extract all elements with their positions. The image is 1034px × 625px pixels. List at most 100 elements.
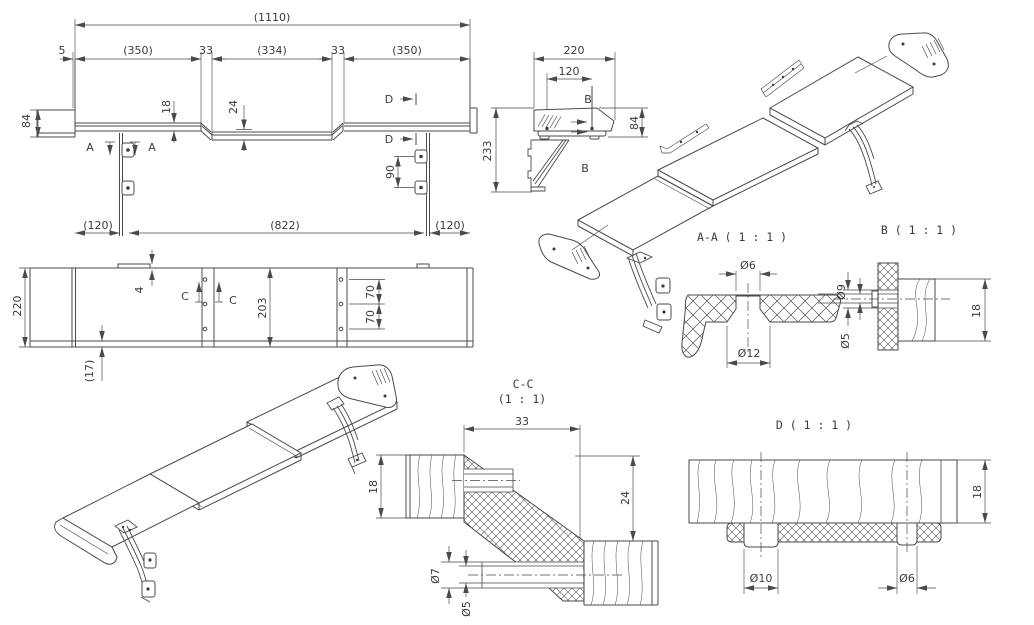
dim-body-depth: 203 <box>256 298 269 319</box>
shelf-board-left <box>576 175 715 251</box>
plug-bushing-left <box>743 522 779 548</box>
side-extension-lines <box>533 52 648 138</box>
dim-total-height: 233 <box>481 141 494 162</box>
dim-hole: Ø9 <box>835 284 848 300</box>
dim-tab: 4 <box>133 287 146 294</box>
dim-depth: 220 <box>11 296 24 317</box>
dim-panel-thickness: 18 <box>970 304 983 318</box>
dim-segment-middle: (334) <box>257 44 287 57</box>
wood-panel <box>688 459 958 524</box>
vent-slots-icon <box>921 37 945 59</box>
dim-joint-width: 33 <box>515 415 529 428</box>
dim-segment-left: (350) <box>123 44 153 57</box>
dim-overall-width: (1110) <box>254 11 291 24</box>
dim-drop: 24 <box>619 491 632 505</box>
shelf-board-left <box>61 473 201 548</box>
screw-hole <box>545 126 549 131</box>
section-aa-cut-body <box>681 294 841 358</box>
side-view: 220 120 B B 84 233 <box>481 44 648 192</box>
dim-screw: Ø5 <box>460 601 473 617</box>
mount-rail-upper <box>760 59 805 98</box>
dim-shelf-thickness: 18 <box>160 100 173 114</box>
dim-cap-length: 220 <box>564 44 585 57</box>
endcap-lip <box>537 130 607 137</box>
detail-b-view: B ( 1 : 1 ) Ø9 Ø5 18 <box>818 223 991 351</box>
shelf-board-middle <box>656 117 820 201</box>
dim-segment-right: (350) <box>392 44 422 57</box>
bracket-right-exploded <box>844 120 883 195</box>
vent-slots-icon <box>537 114 562 129</box>
dim-end-gap: 5 <box>59 44 66 57</box>
wood-panel-right <box>583 540 659 606</box>
bracket-left <box>114 519 151 603</box>
section-c-label-right: C <box>229 294 237 307</box>
vent-slots-icon <box>371 367 391 386</box>
dim-screw: Ø5 <box>839 333 852 349</box>
dim-joint-left: 33 <box>199 44 213 57</box>
section-cc-title: C-C <box>513 377 534 391</box>
mount-tab <box>117 263 151 269</box>
screw-hole <box>419 154 423 159</box>
plan-view: 220 4 C C 203 70 70 (17) <box>11 250 474 383</box>
dim-hole-spacing: 120 <box>559 65 580 78</box>
section-cc-view: C-C (1 : 1) 33 18 24 Ø7 Ø5 <box>367 377 659 617</box>
dim-screw: Ø6 <box>899 572 915 585</box>
bracket-right <box>326 396 367 475</box>
end-winglet-right <box>337 364 397 408</box>
underside-isometric-view <box>54 364 399 603</box>
endcap-foot <box>589 135 600 140</box>
dim-joint-right: 33 <box>331 44 345 57</box>
plan-outline <box>29 267 474 348</box>
section-aa-view: A-A ( 1 : 1 ) Ø6 Ø12 <box>681 230 841 368</box>
detail-b-title: B ( 1 : 1 ) <box>881 223 957 237</box>
shelf-board-right <box>768 56 915 139</box>
section-aa-title: A-A ( 1 : 1 ) <box>697 230 787 244</box>
mount-tab <box>416 263 430 269</box>
front-view: (1110) 5 (350) 33 (334) 33 (350) 84 18 2… <box>20 11 534 236</box>
screw-hole <box>126 186 130 190</box>
detail-d-label-lower: D <box>385 133 393 146</box>
dim-panel-thickness: 18 <box>971 485 984 499</box>
screw-hole <box>419 185 423 190</box>
bracket-left-exploded <box>625 251 663 334</box>
wood-panel <box>898 278 936 342</box>
detail-d-title: D ( 1 : 1 ) <box>776 418 852 432</box>
detail-d-label-upper: D <box>385 93 393 106</box>
mount-rail-left <box>659 123 710 154</box>
explode-trace-line <box>571 224 609 251</box>
dim-endcap-height: 84 <box>20 114 33 128</box>
section-cc-scale: (1 : 1) <box>498 392 546 406</box>
dim-bottom-right: (120) <box>435 219 465 232</box>
exploded-isometric-view <box>538 32 949 334</box>
dim-bottom-left: (120) <box>83 219 113 232</box>
board-front-lip <box>54 517 118 565</box>
dim-bracket-hole-spacing: 90 <box>384 165 397 179</box>
section-c-label-left: C <box>181 290 189 303</box>
dim-hole-top: Ø6 <box>740 259 756 272</box>
dim-cap-height: 84 <box>628 116 641 130</box>
connector-strip-section <box>726 522 942 543</box>
dim-hole-pitch-1: 70 <box>364 285 377 299</box>
shelf-body-outline <box>36 59 478 141</box>
screw-hole <box>126 148 130 152</box>
dim-lip: (17) <box>83 360 96 383</box>
side-bracket <box>527 139 570 192</box>
endcap-profile <box>533 107 615 132</box>
dim-middle-drop: 24 <box>227 100 240 114</box>
vent-slots-icon <box>571 245 591 265</box>
explode-trace-line <box>854 55 888 74</box>
endcap-foot <box>539 135 550 140</box>
dim-hole: Ø7 <box>429 568 442 584</box>
section-a-label-left: A <box>86 141 94 154</box>
end-winglet-right <box>888 32 949 78</box>
wood-panel-left <box>405 454 465 522</box>
dim-hole-bottom: Ø12 <box>738 347 761 360</box>
end-winglet-left <box>538 233 600 280</box>
dim-plug: Ø10 <box>750 572 773 585</box>
dim-panel-thickness: 18 <box>367 480 380 494</box>
detail-d-view: D ( 1 : 1 ) 18 Ø10 Ø6 <box>688 418 991 594</box>
dim-bottom-middle: (822) <box>270 219 300 232</box>
dim-hole-pitch-2: 70 <box>364 310 377 324</box>
